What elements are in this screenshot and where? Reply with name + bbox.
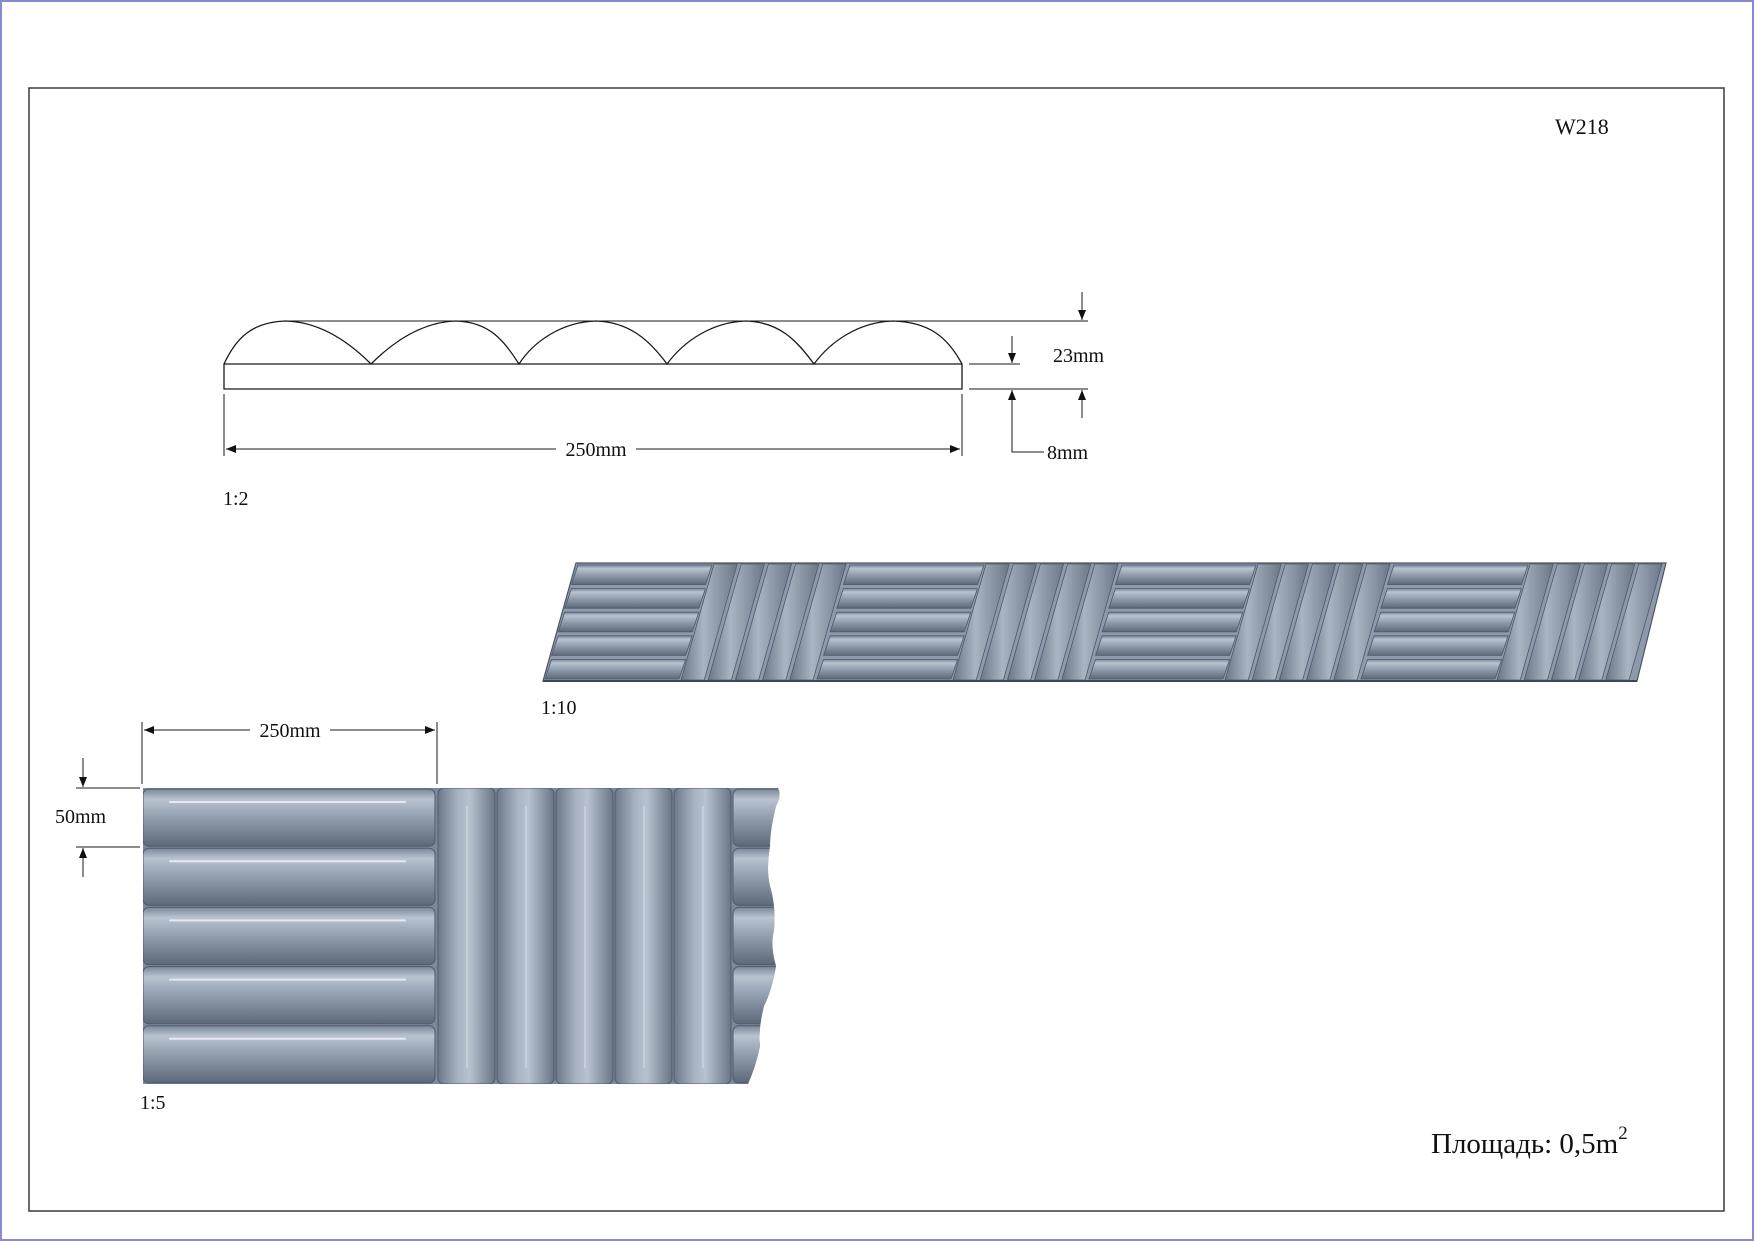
strip-scale-label: 1:10 bbox=[541, 697, 577, 719]
profile-scale-label: 1:2 bbox=[223, 488, 249, 510]
strip-horizontal-rib bbox=[1101, 611, 1244, 633]
strip-horizontal-rib bbox=[1114, 564, 1257, 585]
horizontal-rib bbox=[732, 966, 780, 1025]
tile-scale-label: 1:5 bbox=[140, 1092, 166, 1114]
strip-view: 1:10 bbox=[541, 562, 1667, 719]
strip-horizontal-rib bbox=[1367, 635, 1509, 656]
height-dimension-label: 23mm bbox=[1053, 345, 1105, 367]
horizontal-rib bbox=[732, 1025, 780, 1084]
strip-horizontal-rib bbox=[1095, 635, 1237, 656]
horizontal-rib bbox=[732, 906, 780, 966]
strip-horizontal-rib bbox=[1108, 588, 1250, 609]
strip-horizontal-rib bbox=[1380, 588, 1522, 609]
base-dimension-label: 8mm bbox=[1047, 442, 1089, 464]
horizontal-rib bbox=[143, 788, 436, 847]
sheet-code: W218 bbox=[1555, 114, 1609, 139]
area-label: Площадь: 0,5m2 bbox=[1431, 1123, 1628, 1160]
strip-horizontal-rib bbox=[1386, 564, 1529, 585]
horizontal-rib bbox=[732, 847, 780, 906]
tile-width-label: 250mm bbox=[259, 720, 321, 742]
strip-horizontal-rib bbox=[829, 611, 972, 633]
strip-horizontal-rib bbox=[570, 564, 713, 585]
strip-ribs bbox=[544, 563, 1663, 681]
profile-view: 250mm 23mm 8mm 1:2 bbox=[223, 292, 1105, 510]
strip-horizontal-rib bbox=[823, 635, 965, 656]
horizontal-rib bbox=[143, 1025, 436, 1084]
strip-horizontal-rib bbox=[1088, 659, 1231, 680]
strip-horizontal-rib bbox=[1373, 611, 1516, 633]
base-dimension-leader bbox=[1008, 390, 1044, 453]
strip-horizontal-rib bbox=[816, 659, 959, 680]
tile-view: 250mm 50mm 1:5 bbox=[55, 720, 780, 1114]
area-exponent: 2 bbox=[1618, 1123, 1628, 1144]
strip-horizontal-rib bbox=[842, 564, 985, 585]
drawing-frame bbox=[28, 87, 1725, 1212]
horizontal-rib bbox=[143, 847, 436, 906]
horizontal-rib bbox=[732, 788, 780, 847]
strip-horizontal-rib bbox=[564, 588, 706, 609]
horizontal-rib bbox=[143, 966, 436, 1025]
strip-horizontal-rib bbox=[551, 635, 693, 656]
tile-ribs bbox=[143, 788, 780, 1084]
area-text: Площадь: 0,5m bbox=[1431, 1128, 1619, 1160]
strip-horizontal-rib bbox=[836, 588, 978, 609]
horizontal-rib bbox=[143, 906, 436, 966]
strip-horizontal-rib bbox=[544, 659, 687, 680]
strip-horizontal-rib bbox=[1360, 659, 1503, 680]
profile-outline bbox=[223, 320, 963, 390]
length-dimension-label: 250mm bbox=[565, 439, 627, 461]
rib-dimension-label: 50mm bbox=[55, 806, 107, 828]
strip-horizontal-rib bbox=[557, 611, 700, 633]
